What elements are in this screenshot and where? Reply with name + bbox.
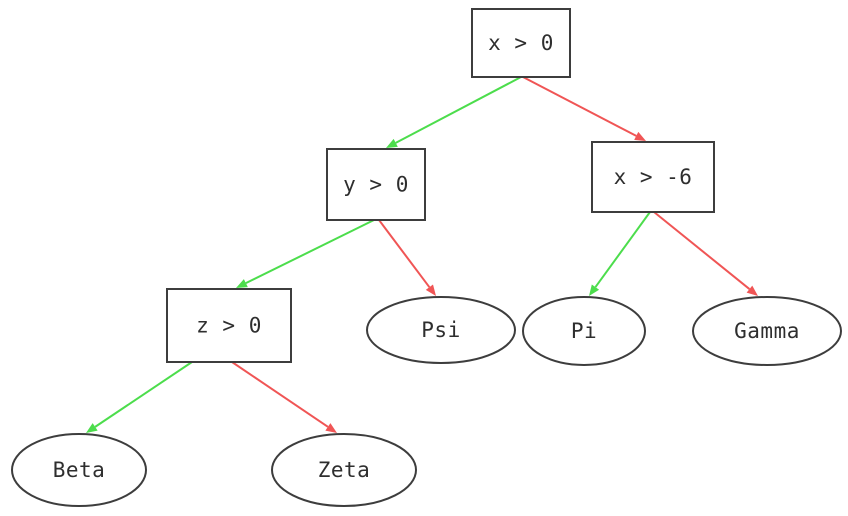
- edge-y-gt-0-z-gt-0: [245, 219, 375, 285]
- node-pi: Pi: [522, 296, 646, 366]
- arrowhead-z-gt-0-zeta: [325, 423, 337, 433]
- arrowhead-z-gt-0-beta: [86, 423, 98, 433]
- leaf-ellipse: [11, 433, 147, 507]
- node-label: Beta: [53, 458, 106, 482]
- edge-x-gt-neg6-pi: [594, 211, 651, 288]
- arrowhead-x-gt-0-x-gt-neg6: [634, 131, 646, 141]
- arrowhead-y-gt-0-psi: [425, 284, 436, 296]
- node-label: Psi: [421, 318, 460, 342]
- decision-box: [471, 8, 571, 78]
- node-label: y > 0: [343, 173, 409, 197]
- node-gamma: Gamma: [692, 296, 842, 366]
- edge-z-gt-0-zeta: [231, 361, 329, 428]
- arrowhead-x-gt-neg6-gamma: [746, 285, 758, 296]
- decision-box: [166, 288, 292, 363]
- node-x-gt-neg6: x > -6: [591, 141, 715, 213]
- edge-x-gt-neg6-gamma: [653, 211, 751, 290]
- leaf-ellipse: [692, 296, 842, 366]
- node-beta: Beta: [11, 433, 147, 507]
- node-label: z > 0: [196, 314, 262, 338]
- node-label: x > 0: [488, 31, 554, 55]
- node-psi: Psi: [366, 296, 516, 364]
- node-zeta: Zeta: [271, 433, 417, 507]
- decision-box: [591, 141, 715, 213]
- node-label: Gamma: [734, 319, 800, 343]
- leaf-ellipse: [366, 296, 516, 364]
- leaf-ellipse: [271, 433, 417, 507]
- node-z-gt-0: z > 0: [166, 288, 292, 363]
- arrowhead-x-gt-neg6-pi: [589, 284, 600, 296]
- node-y-gt-0: y > 0: [326, 148, 426, 221]
- decision-box: [326, 148, 426, 221]
- edge-z-gt-0-beta: [94, 361, 193, 428]
- arrowhead-y-gt-0-z-gt-0: [236, 279, 248, 288]
- edge-x-gt-0-x-gt-neg6: [522, 76, 637, 137]
- edge-y-gt-0-psi: [378, 219, 431, 288]
- node-x-gt-0: x > 0: [471, 8, 571, 78]
- arrowhead-x-gt-0-y-gt-0: [386, 138, 398, 148]
- node-label: Pi: [571, 319, 597, 343]
- node-label: x > -6: [614, 165, 693, 189]
- leaf-ellipse: [522, 296, 646, 366]
- node-label: Zeta: [318, 458, 371, 482]
- edge-x-gt-0-y-gt-0: [395, 76, 522, 144]
